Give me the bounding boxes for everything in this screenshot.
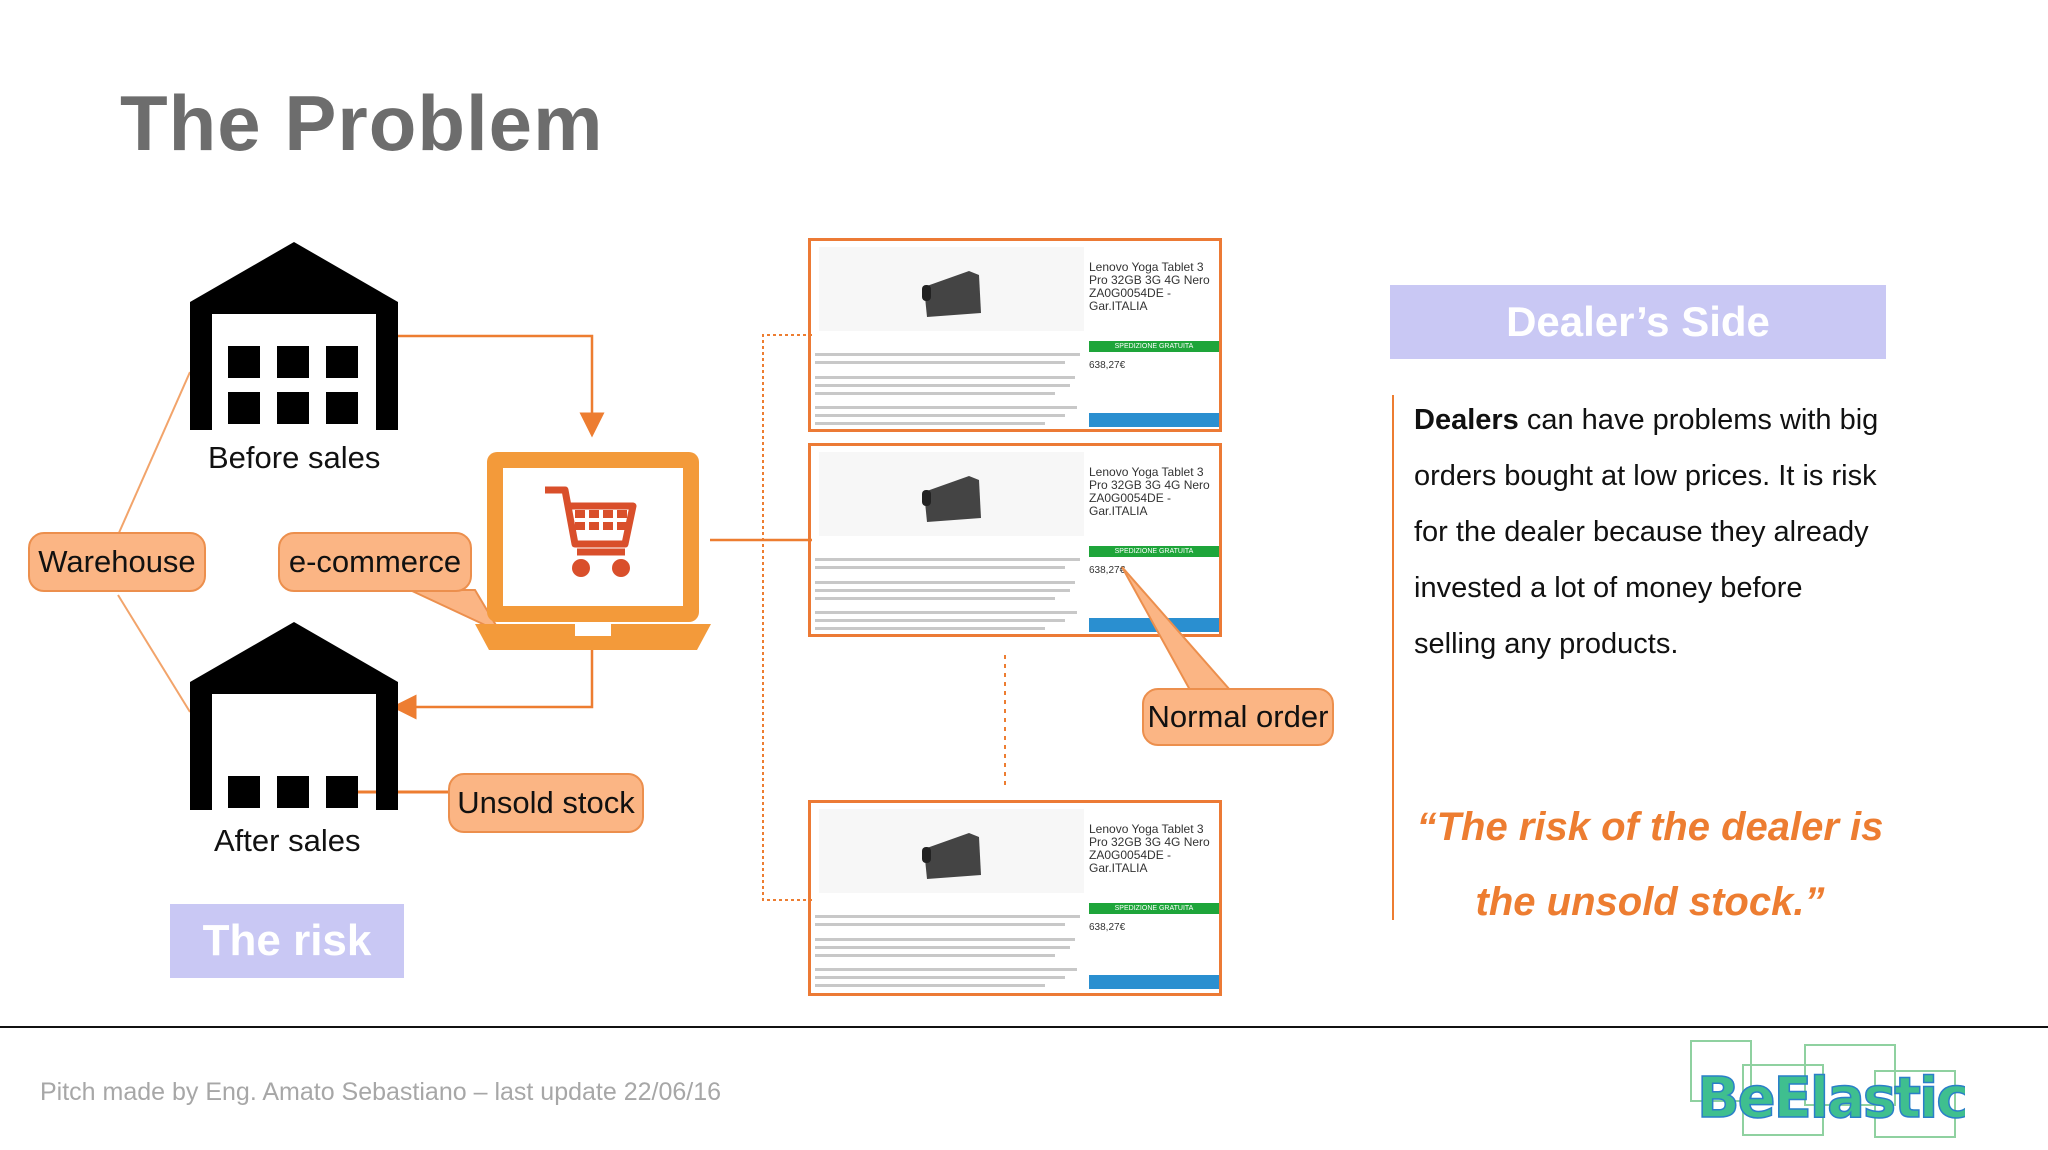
bracket-lines [762,334,812,901]
dealers-side-text: Dealers can have problems with big order… [1414,392,1884,672]
dealers-text-rest: can have problems with big orders bought… [1414,404,1879,660]
tablet-image [922,476,981,522]
the-risk-label: The risk [170,904,404,978]
footer-credit: Pitch made by Eng. Amato Sebastiano – la… [40,1078,722,1106]
product-image-area [819,809,1084,893]
ecommerce-laptop-icon [475,452,711,650]
dealer-risk-quote: “The risk of the dealer is the unsold st… [1416,805,1884,924]
warehouse-callout: Warehouse [28,532,206,592]
arrow-before-to-ecommerce [398,334,605,438]
buy-button[interactable] [1089,413,1219,427]
after-sales-label: After sales [214,823,361,858]
buy-button[interactable] [1089,975,1219,989]
dealers-side-heading: Dealer’s Side [1390,285,1886,359]
warehouse-line-top [117,371,191,536]
product-name: Lenovo Yoga Tablet 3 Pro 32GB 3G 4G Nero… [1089,465,1210,518]
dealers-bold-word: Dealers [1414,404,1519,436]
product-price: 638,27€ [1089,922,1126,933]
slide-title: The Problem [120,79,604,167]
product-screenshot-3: Lenovo Yoga Tablet 3 Pro 32GB 3G 4G Nero… [808,800,1222,996]
warehouse-line-bottom [117,594,191,713]
shipping-badge: SPEDIZIONE GRATUITA [1089,341,1219,352]
product-price: 638,27€ [1089,565,1126,576]
shipping-badge: SPEDIZIONE GRATUITA [1089,546,1219,557]
normal-order-callout-tail [1121,566,1233,691]
ecommerce-callout: e-commerce [278,532,472,592]
normal-order-callout: Normal order [1142,688,1334,746]
product-image-area [819,247,1084,331]
arrow-ecommerce-to-after [391,648,594,720]
warehouse-after-icon [190,622,398,810]
product-screenshot-1: Lenovo Yoga Tablet 3 Pro 32GB 3G 4G Nero… [808,238,1222,432]
tablet-image [922,833,981,879]
product-image-area [819,452,1084,536]
product-name: Lenovo Yoga Tablet 3 Pro 32GB 3G 4G Nero… [1089,260,1210,313]
svg-text:BeElastic: BeElastic [1697,1066,1965,1131]
tablet-image [922,271,981,317]
product-price: 638,27€ [1089,360,1126,371]
warehouse-before-icon [190,242,398,430]
shipping-badge: SPEDIZIONE GRATUITA [1089,903,1219,914]
unsold-stock-callout: Unsold stock [448,773,644,833]
beelastic-logo: BeElastic [1690,1040,1965,1138]
product-name: Lenovo Yoga Tablet 3 Pro 32GB 3G 4G Nero… [1089,822,1210,875]
before-sales-label: Before sales [208,440,381,475]
